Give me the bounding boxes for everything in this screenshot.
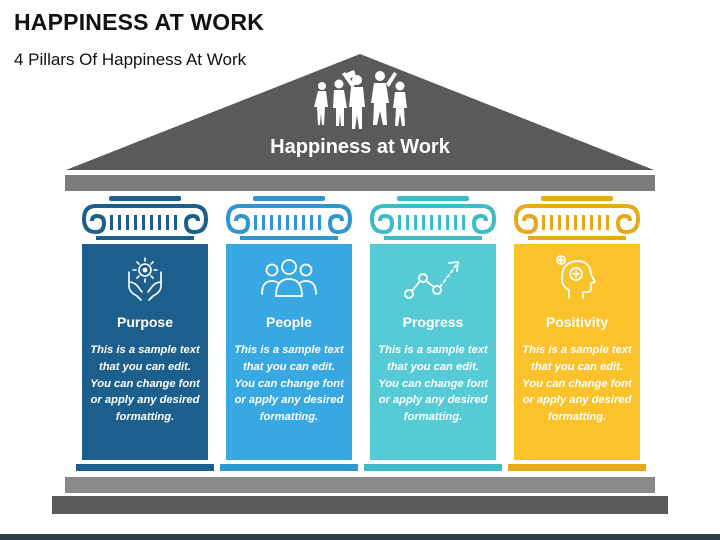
pillar-text: This is a sample text that you can edit.… <box>378 344 488 424</box>
pillar-cap-bar <box>541 196 613 201</box>
bottom-strip <box>0 534 720 540</box>
pillar-base <box>364 464 502 471</box>
hands-target-icon <box>128 257 162 301</box>
pillar-shaft: People This is a sample text that you ca… <box>226 244 352 460</box>
roof <box>66 54 654 170</box>
pillar-title: Purpose <box>116 314 173 330</box>
pillar-title: Positivity <box>545 314 609 330</box>
pillar-title: People <box>266 314 312 330</box>
group-people-icon <box>261 259 317 297</box>
pillar-capital <box>370 204 496 240</box>
pillar-capital <box>82 204 208 240</box>
progress-line-icon <box>404 260 460 299</box>
pillar-shaft: Positivity This is a sample text that yo… <box>514 244 640 460</box>
pillar-cap-bar <box>109 196 181 201</box>
roof-label: Happiness at Work <box>270 136 450 158</box>
pillar-title: Progress <box>402 314 464 330</box>
pillar-shaft: Progress This is a sample text that you … <box>370 244 496 460</box>
pillar-text: This is a sample text that you can edit.… <box>522 344 632 424</box>
pillar-purpose: Purpose This is a sample text that you c… <box>76 196 214 476</box>
pillar-people: People This is a sample text that you ca… <box>220 196 358 476</box>
pillar-cap-bar <box>253 196 325 201</box>
foundation-upper <box>65 477 655 493</box>
pillar-capital <box>226 204 352 240</box>
pillar-shaft: Purpose This is a sample text that you c… <box>82 244 208 460</box>
pillar-base <box>508 464 646 471</box>
pillar-text: This is a sample text that you can edit.… <box>234 344 344 424</box>
pillar-text: This is a sample text that you can edit.… <box>90 344 200 424</box>
pillar-base <box>76 464 214 471</box>
pillar-capital <box>514 204 640 240</box>
pillar-base <box>220 464 358 471</box>
positive-mind-icon <box>556 255 596 299</box>
page-subtitle: 4 Pillars Of Happiness At Work <box>14 50 247 69</box>
page-title: HAPPINESS AT WORK <box>14 9 265 35</box>
pillar-cap-bar <box>397 196 469 201</box>
pillar-progress: Progress This is a sample text that you … <box>364 196 502 476</box>
foundation-lower <box>52 496 668 514</box>
pillar-positivity: Positivity This is a sample text that yo… <box>508 196 646 476</box>
top-beam <box>65 175 655 191</box>
people-celebrating-icon <box>314 70 407 129</box>
